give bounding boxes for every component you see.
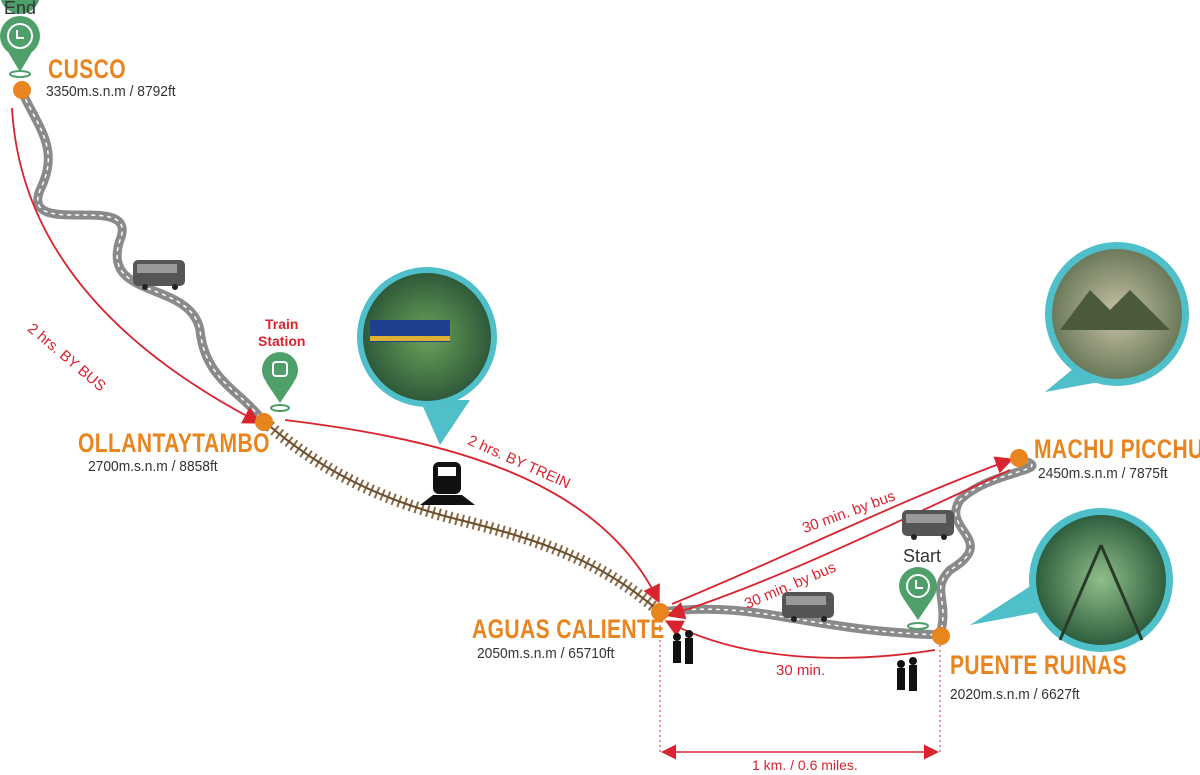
- ollantaytambo-name: OLLANTAYTAMBO: [78, 428, 270, 458]
- machu-picchu-name: MACHU PICCHU: [1034, 434, 1200, 464]
- bus-icon: [782, 592, 834, 622]
- train-photo-callout: [357, 267, 497, 445]
- end-clock-pin-icon: [0, 0, 40, 78]
- cusco-altitude: 3350m.s.n.m / 8792ft: [46, 83, 176, 100]
- cusco-name: CUSCO: [48, 54, 127, 84]
- aguas-caliente-dot: [651, 603, 669, 621]
- puente-ruinas-dot: [932, 627, 950, 645]
- bridge-photo-callout: [970, 508, 1173, 652]
- train-station-pin-icon: [262, 352, 298, 412]
- hikers-icon: [673, 630, 693, 664]
- route-label-walk: 30 min.: [776, 662, 826, 679]
- bus-icon: [133, 260, 185, 290]
- machu-picchu-photo-callout: [1045, 242, 1189, 392]
- machu-picchu-dot: [1010, 449, 1028, 467]
- start-label: Start: [903, 546, 942, 566]
- aguas-caliente-name: AGUAS CALIENTE: [472, 614, 665, 644]
- end-label: End: [4, 0, 37, 18]
- distance-label: 1 km. / 0.6 miles.: [752, 757, 858, 773]
- start-clock-pin-icon: [899, 567, 937, 630]
- puente-ruinas-altitude: 2020m.s.n.m / 6627ft: [950, 686, 1080, 703]
- distance-indicator: [659, 620, 941, 760]
- road-cusco-ollantaytambo: [17, 87, 267, 425]
- hikers-icon: [897, 657, 917, 691]
- cusco-dot: [13, 81, 31, 99]
- train-station-line-2: Station: [258, 333, 306, 349]
- ollantaytambo-altitude: 2700m.s.n.m / 8858ft: [88, 458, 218, 475]
- puente-ruinas-name: PUENTE RUINAS: [950, 650, 1128, 680]
- bus-icon: [902, 510, 954, 540]
- train-icon: [420, 462, 475, 505]
- train-station-line-1: Train: [264, 316, 299, 332]
- ollantaytambo-dot: [255, 413, 273, 431]
- machu-picchu-altitude: 2450m.s.n.m / 7875ft: [1038, 465, 1168, 482]
- aguas-caliente-altitude: 2050m.s.n.m / 65710ft: [477, 645, 615, 662]
- railway: [261, 417, 664, 617]
